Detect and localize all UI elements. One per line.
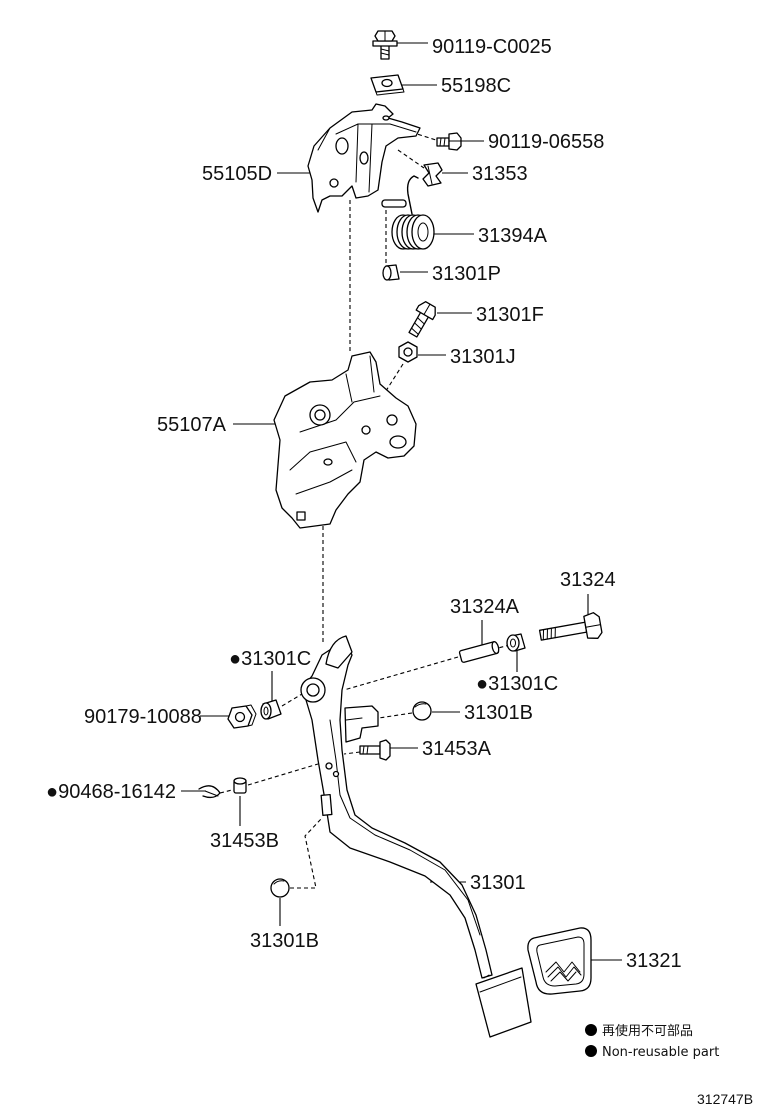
dashed-line: [290, 817, 323, 889]
cushion-ball-icon: [412, 701, 432, 721]
callout-31301b-bottom: 31301B: [250, 930, 319, 952]
legend-item-english: Non-reusable part: [602, 1045, 719, 1060]
retainer-plate-icon: [370, 74, 405, 96]
callout-31301b-right: 31301B: [464, 702, 533, 724]
callout-31394a: 31394A: [478, 225, 548, 247]
bolt-icon: [372, 30, 398, 60]
dashed-line: [219, 789, 233, 794]
pedal-lever-icon: [300, 635, 532, 1038]
bushing-icon: [233, 777, 247, 794]
callout-55198c: 55198C: [441, 75, 511, 97]
dashed-line: [281, 693, 303, 707]
dashed-line: [247, 763, 319, 786]
leader-lines: [181, 42, 622, 961]
callout-31453b: 31453B: [210, 830, 279, 852]
figure-number: 312747B: [697, 1091, 753, 1107]
bolt-icon: [436, 132, 462, 151]
callout-31301c-right: ●31301C: [476, 673, 558, 695]
assembly-dashed-lines: [219, 127, 511, 889]
callout-55107a: 55107A: [157, 414, 227, 436]
callout-90119-c0025: 90119-C0025: [432, 36, 552, 58]
legend-item-japanese: 再使用不可部品: [602, 1023, 693, 1039]
pedal-pad-icon: [527, 927, 592, 995]
callout-90468-16142: ●90468-16142: [46, 781, 176, 803]
callout-labels: 90119-C0025 55198C 90119-06558 55105D 31…: [46, 36, 682, 972]
nut-icon: [227, 704, 257, 729]
bushing-icon: [382, 264, 400, 281]
dashed-line: [397, 149, 425, 169]
bushing-icon: [506, 633, 526, 652]
nut-icon: [398, 341, 418, 363]
pedal-support-bracket-icon: [273, 351, 417, 529]
callout-55105d: 55105D: [202, 163, 272, 185]
callout-31301f: 31301F: [476, 304, 544, 326]
callout-31321: 31321: [626, 950, 682, 972]
collar-pin-icon: [458, 641, 500, 663]
callout-31301: 31301: [470, 872, 526, 894]
hairpin-clip-icon: [198, 785, 221, 799]
cushion-ball-icon: [270, 878, 290, 898]
callout-90119-06558: 90119-06558: [488, 131, 604, 153]
dashed-line: [343, 656, 459, 691]
callout-31324a: 31324A: [450, 596, 520, 618]
upper-bracket-icon: [307, 103, 421, 213]
callout-31301p: 31301P: [432, 263, 501, 285]
legend-bullet-icon: [585, 1045, 597, 1057]
bushing-icon: [260, 699, 282, 720]
return-spring-icon: [381, 175, 435, 250]
legend-bullet-icon: [585, 1024, 597, 1036]
stopper-bolt-icon: [359, 739, 391, 761]
dashed-line: [383, 363, 404, 395]
callout-31353: 31353: [472, 163, 528, 185]
clip-icon: [422, 162, 443, 187]
bolt-icon: [408, 300, 436, 338]
callout-31324: 31324: [560, 569, 616, 591]
pivot-bolt-icon: [538, 612, 603, 641]
dashed-line: [343, 751, 361, 755]
callout-31453a: 31453A: [422, 738, 492, 760]
legend: 再使用不可部品 Non-reusable part: [585, 1023, 719, 1060]
callout-31301c-left: ●31301C: [229, 648, 311, 670]
callout-90179-10088: 90179-10088: [84, 706, 202, 728]
callout-31301j: 31301J: [450, 346, 516, 368]
